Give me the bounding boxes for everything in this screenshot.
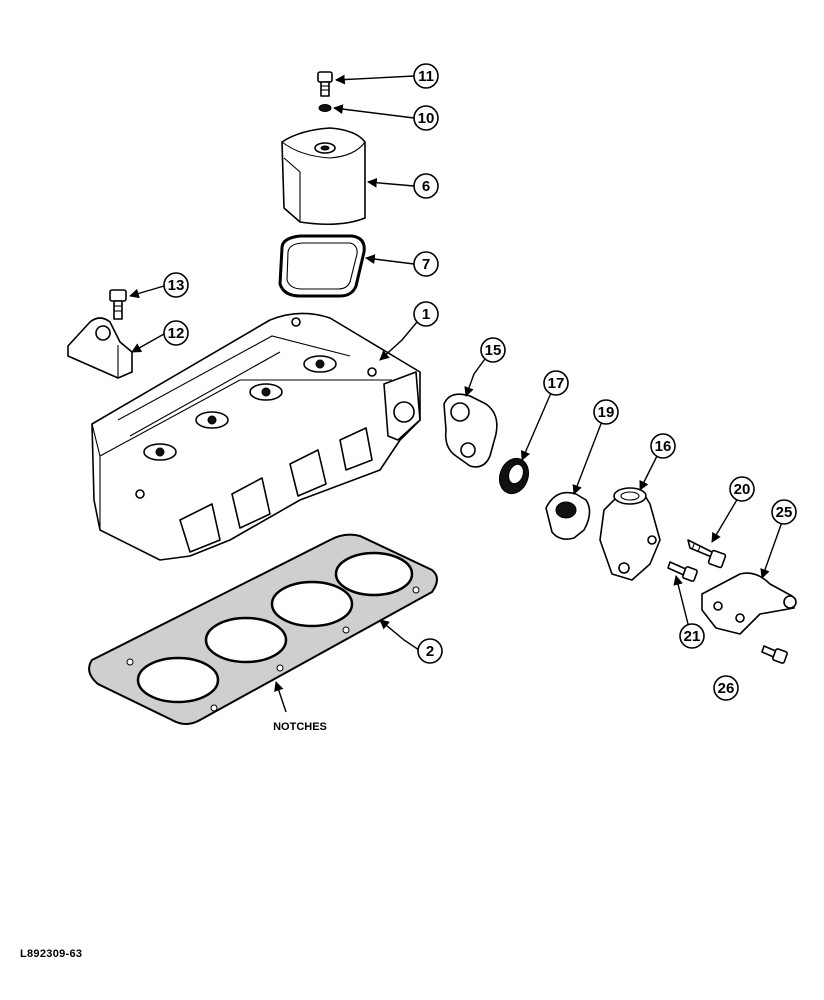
part-15-gasket [443,393,498,468]
part-1-cylinder-head [91,312,421,561]
part-17-seal [498,457,530,495]
callout-15-label: 15 [485,342,502,359]
part-10-washer [318,104,332,112]
part-6-cover [281,127,366,226]
callout-16-label: 16 [655,438,672,455]
part-26-bolt [761,645,788,664]
callout-17: 17 [543,370,569,396]
part-13-bolt [109,289,127,320]
callout-2-label: 2 [426,643,434,660]
callout-20-label: 20 [734,481,751,498]
reference-code: L892309-63 [20,948,83,960]
callout-19-label: 19 [598,404,615,421]
part-20-bolt [687,539,727,569]
callout-11: 11 [413,63,439,89]
part-21-bolt [667,561,698,582]
part-11-bolt [317,71,333,97]
callout-1: 1 [413,301,439,327]
callout-26: 26 [713,675,739,701]
part-2-head-gasket [88,533,438,725]
callout-6-label: 6 [422,178,430,195]
callout-13-label: 13 [168,277,185,294]
callout-20: 20 [729,476,755,502]
callout-6: 6 [413,173,439,199]
callout-10: 10 [413,105,439,131]
callout-21: 21 [679,623,705,649]
callout-10-label: 10 [418,110,435,127]
leader-lines [129,74,783,713]
callout-25-label: 25 [776,504,793,521]
part-16-housing [599,487,661,581]
callout-7-label: 7 [422,256,430,273]
callout-21-label: 21 [684,628,701,645]
callout-25: 25 [771,499,797,525]
callout-11-label: 11 [418,68,434,85]
callout-1-label: 1 [422,306,430,323]
callout-7: 7 [413,251,439,277]
part-7-seal [278,234,366,298]
callout-16: 16 [650,433,676,459]
callout-26-label: 26 [718,680,735,697]
part-25-bracket [701,572,797,635]
callout-19: 19 [593,399,619,425]
callout-2: 2 [417,638,443,664]
notches-label: NOTCHES [273,721,327,733]
callout-13: 13 [163,272,189,298]
callout-12: 12 [163,320,189,346]
callout-17-label: 17 [548,375,565,392]
callout-15: 15 [480,337,506,363]
part-19-thermostat [545,491,591,540]
part-12-bracket [67,317,133,379]
callout-12-label: 12 [168,325,185,342]
